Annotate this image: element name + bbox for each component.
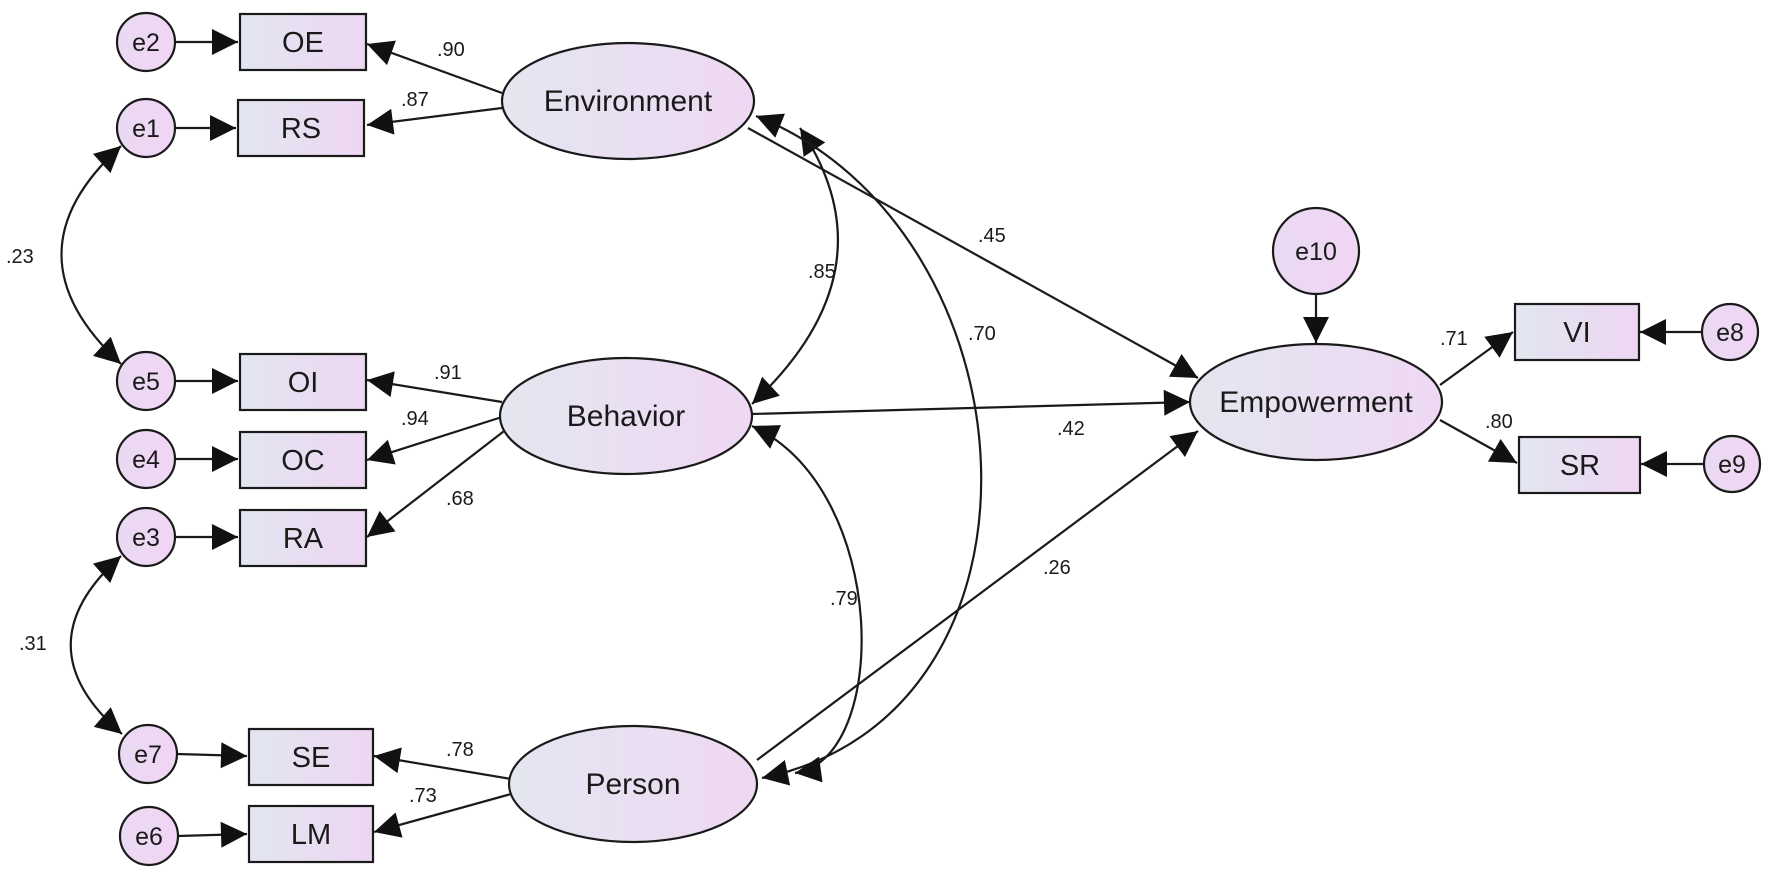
cov-behavior-person — [751, 425, 863, 783]
error-e10-label: e10 — [1295, 238, 1337, 266]
observed-se-label: SE — [292, 742, 331, 774]
path-empowerment-sr — [1439, 419, 1518, 464]
path-empowerment-vi — [1439, 331, 1514, 386]
edges — [60, 29, 1704, 848]
coef-env-emp: .45 — [978, 225, 1006, 247]
coef-cov-e1-e5: .23 — [6, 246, 34, 268]
latent-person-label: Person — [585, 768, 680, 801]
coef-cov-beh-per: .79 — [830, 588, 858, 610]
observed-vi-label: VI — [1563, 317, 1590, 349]
error-e5: e5 — [115, 350, 177, 412]
coef-beh-ra: .68 — [446, 488, 474, 510]
observed-oe: OE — [238, 12, 368, 72]
latent-environment: Environment — [500, 41, 756, 161]
latent-empowerment-label: Empowerment — [1219, 386, 1413, 419]
latent-variables: Environment Behavior Person Empowerment — [498, 41, 1444, 844]
observed-oe-label: OE — [282, 27, 324, 59]
error-e9-label: e9 — [1718, 451, 1746, 479]
coef-beh-oi: .91 — [434, 362, 462, 384]
path-e7-se — [176, 742, 248, 769]
observed-ra: RA — [238, 508, 368, 568]
coef-beh-oc: .94 — [401, 408, 429, 430]
error-e1-label: e1 — [132, 115, 160, 143]
path-person-lm — [373, 792, 512, 838]
coef-per-se: .78 — [446, 739, 474, 761]
observed-ra-label: RA — [283, 523, 324, 555]
path-behavior-empowerment — [751, 389, 1191, 416]
observed-vi: VI — [1513, 302, 1641, 362]
error-e7: e7 — [117, 723, 179, 785]
coefficient-labels: .90 .87 .91 .94 .68 .78 .73 .71 .80 .45 … — [6, 39, 1513, 807]
coef-emp-vi: .71 — [1440, 328, 1468, 350]
path-environment-rs — [366, 106, 503, 135]
observed-sr: SR — [1517, 435, 1642, 495]
error-e5-label: e5 — [132, 368, 160, 396]
error-e9: e9 — [1702, 434, 1762, 494]
path-behavior-oi — [366, 371, 503, 404]
latent-person: Person — [507, 724, 759, 844]
path-behavior-ra — [366, 427, 509, 538]
error-e6-label: e6 — [135, 823, 163, 851]
cov-environment-person — [755, 113, 983, 786]
latent-behavior: Behavior — [498, 356, 754, 476]
error-e8-label: e8 — [1716, 319, 1744, 347]
path-person-empowerment — [756, 430, 1199, 761]
error-e10: e10 — [1271, 206, 1361, 296]
path-person-se — [373, 747, 512, 781]
error-e8: e8 — [1700, 302, 1760, 362]
observed-se: SE — [247, 727, 375, 787]
coef-beh-emp: .42 — [1057, 418, 1085, 440]
error-e2-label: e2 — [132, 29, 160, 57]
path-environment-oe — [366, 40, 503, 95]
error-e4-label: e4 — [132, 446, 160, 474]
error-e4: e4 — [115, 428, 177, 490]
coef-env-rs: .87 — [401, 89, 429, 111]
coef-per-emp: .26 — [1043, 557, 1071, 579]
observed-lm: LM — [247, 804, 375, 864]
error-e1: e1 — [115, 97, 177, 159]
coef-cov-env-per: .70 — [968, 323, 996, 345]
path-e6-lm — [177, 821, 248, 848]
observed-oc-label: OC — [281, 445, 325, 477]
latent-empowerment: Empowerment — [1188, 342, 1444, 462]
coef-emp-sr: .80 — [1485, 411, 1513, 433]
coef-env-oe: .90 — [437, 39, 465, 61]
error-terms: e2 e1 e5 e4 e3 e7 e6 e8 — [115, 11, 1762, 867]
error-e2: e2 — [115, 11, 177, 73]
path-behavior-oc — [366, 415, 503, 465]
observed-sr-label: SR — [1560, 450, 1600, 482]
coef-cov-env-beh: .85 — [808, 261, 836, 283]
cov-e3-e7 — [69, 555, 123, 735]
error-e3-label: e3 — [132, 524, 160, 552]
coef-per-lm: .73 — [409, 785, 437, 807]
observed-rs: RS — [236, 98, 366, 158]
coef-cov-e3-e7: .31 — [19, 633, 47, 655]
latent-environment-label: Environment — [544, 85, 713, 118]
observed-lm-label: LM — [291, 819, 331, 851]
latent-behavior-label: Behavior — [567, 400, 685, 433]
error-e3: e3 — [115, 506, 177, 568]
error-e7-label: e7 — [134, 741, 162, 769]
observed-oi-label: OI — [288, 367, 319, 399]
cov-e1-e5 — [60, 145, 122, 365]
observed-rs-label: RS — [281, 113, 321, 145]
observed-oi: OI — [238, 352, 368, 412]
observed-oc: OC — [238, 430, 368, 490]
observed-variables: OE RS OI OC RA SE LM VI — [236, 12, 1642, 864]
error-e6: e6 — [118, 805, 180, 867]
